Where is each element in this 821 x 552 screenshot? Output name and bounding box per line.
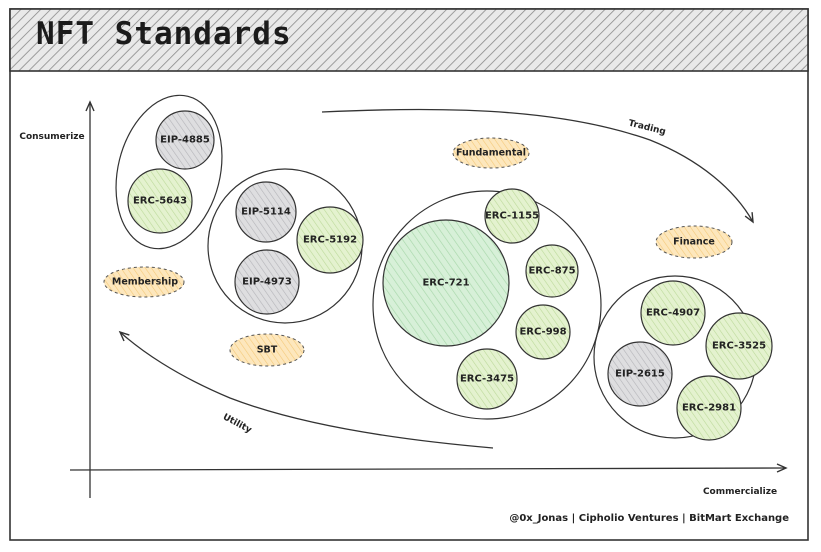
erc-5192-label: ERC-5192 (302, 234, 358, 246)
membership-tag: Membership (111, 276, 179, 288)
erc-875-label: ERC-875 (528, 265, 576, 277)
finance-tag-shape (655, 225, 733, 259)
erc-3525-label: ERC-3525 (711, 340, 767, 352)
erc-3475-node (456, 348, 518, 410)
erc-3525-node (705, 312, 773, 380)
erc-1155-label: ERC-1155 (484, 210, 540, 222)
eip-4973-node (234, 249, 300, 315)
sbt-tag-shape (229, 333, 305, 367)
eip-2615-node (607, 341, 673, 407)
erc-5192-node (296, 206, 364, 274)
erc-721-node (382, 219, 510, 347)
eip-4885-node (155, 110, 215, 170)
credit-line: @0x_Jonas | Cipholio Ventures | BitMart … (509, 513, 789, 524)
erc-998-label: ERC-998 (519, 326, 567, 338)
fundamental-tag-shape (452, 137, 530, 169)
eip-4885-label: EIP-4885 (160, 134, 210, 146)
erc-4907-label: ERC-4907 (645, 307, 701, 319)
eip-4973-label: EIP-4973 (242, 276, 292, 288)
group-fundamental-outline (372, 190, 602, 420)
erc-721-label: ERC-721 (422, 277, 470, 289)
trading-arrow (321, 108, 754, 224)
erc-1155-node (484, 188, 540, 244)
eip-5114-label: EIP-5114 (241, 206, 291, 218)
sbt-tag: SBT (256, 344, 278, 356)
finance-tag: Finance (673, 236, 715, 248)
x-axis (69, 463, 788, 473)
group-consumer-outline (115, 94, 223, 250)
utility-arrow (118, 330, 494, 449)
erc-2981-label: ERC-2981 (681, 402, 737, 414)
erc-875-node (525, 244, 579, 298)
erc-5643-node (127, 168, 193, 234)
y-axis-label: Consumerize (19, 132, 85, 142)
erc-3475-label: ERC-3475 (459, 373, 515, 385)
title-bar-background (9, 8, 809, 72)
erc-4907-node (640, 280, 706, 346)
fundamental-tag: Fundamental (455, 147, 527, 159)
erc-5643-label: ERC-5643 (132, 195, 188, 207)
membership-tag-shape (103, 266, 185, 298)
page-title: NFT Standards (36, 16, 292, 52)
erc-2981-node (676, 375, 742, 441)
eip-2615-label: EIP-2615 (615, 368, 665, 380)
erc-998-node (515, 304, 571, 360)
eip-5114-node (235, 181, 297, 243)
x-axis-label: Commercialize (702, 487, 778, 497)
